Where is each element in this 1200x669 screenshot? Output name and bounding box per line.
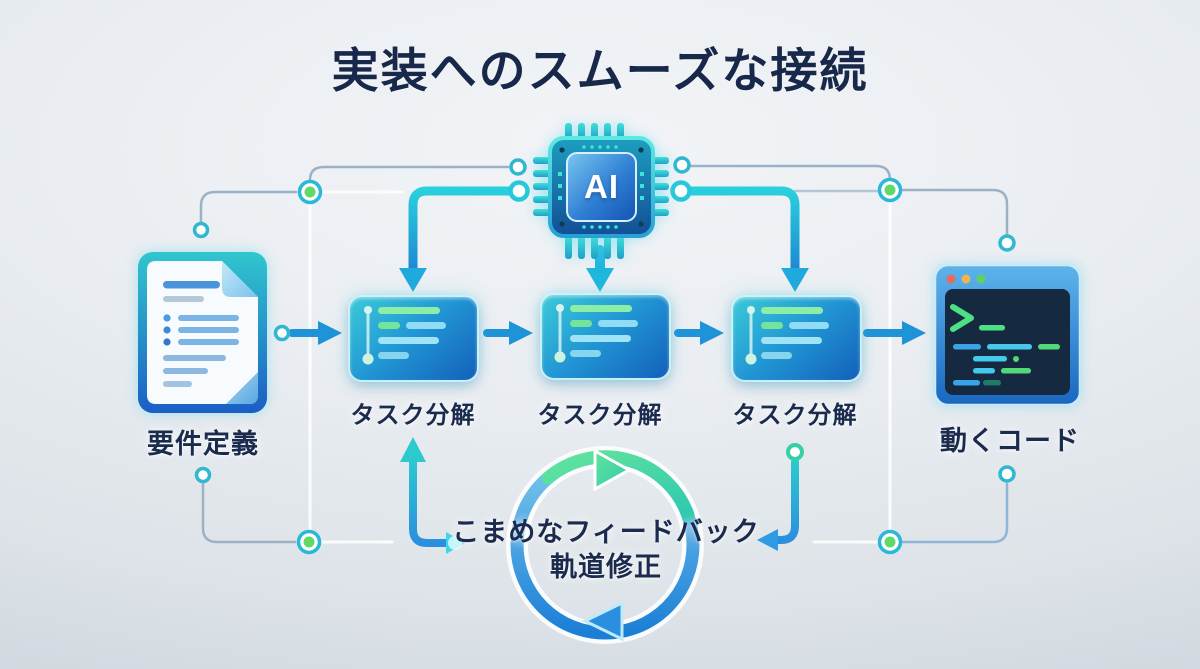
feedback-connectors xyxy=(400,437,799,554)
task-box-3 xyxy=(733,297,860,380)
flow-arrows xyxy=(288,321,926,345)
requirements-label: 要件定義 xyxy=(147,429,259,459)
requirements-document-icon xyxy=(138,252,267,413)
traffic-light-green xyxy=(976,274,986,284)
feedback-loop-line2: 軌道修正 xyxy=(550,552,662,582)
green-junction-nodes xyxy=(296,177,903,555)
circuit-lines-light xyxy=(308,190,892,544)
ai-chip-label: AI xyxy=(584,168,619,205)
task-list-icon xyxy=(745,306,829,365)
working-code-label: 動くコード xyxy=(940,426,1080,456)
task-label-3: タスク分解 xyxy=(732,402,858,429)
page-title: 実装へのスムーズな接続 xyxy=(331,44,869,97)
chip-branch-arrows xyxy=(399,186,809,292)
circuit-nodes xyxy=(192,156,1016,555)
prompt-chevron-icon xyxy=(950,304,974,332)
task-list-icon xyxy=(554,304,638,363)
traffic-light-yellow xyxy=(961,274,971,284)
task-box-2 xyxy=(542,295,669,378)
traffic-light-red xyxy=(946,274,956,284)
task-label-1: タスク分解 xyxy=(350,402,476,429)
feedback-loop xyxy=(506,446,704,644)
feedback-loop-line1: こまめなフィードバック xyxy=(452,517,760,547)
terminal-icon xyxy=(935,265,1080,405)
task-label-2: タスク分解 xyxy=(537,402,663,429)
ai-chip-icon: AI xyxy=(510,106,692,276)
feedback-loop-label: こまめなフィードバック 軌道修正 xyxy=(420,515,792,585)
task-box-1 xyxy=(350,297,477,380)
task-list-icon xyxy=(362,306,446,365)
